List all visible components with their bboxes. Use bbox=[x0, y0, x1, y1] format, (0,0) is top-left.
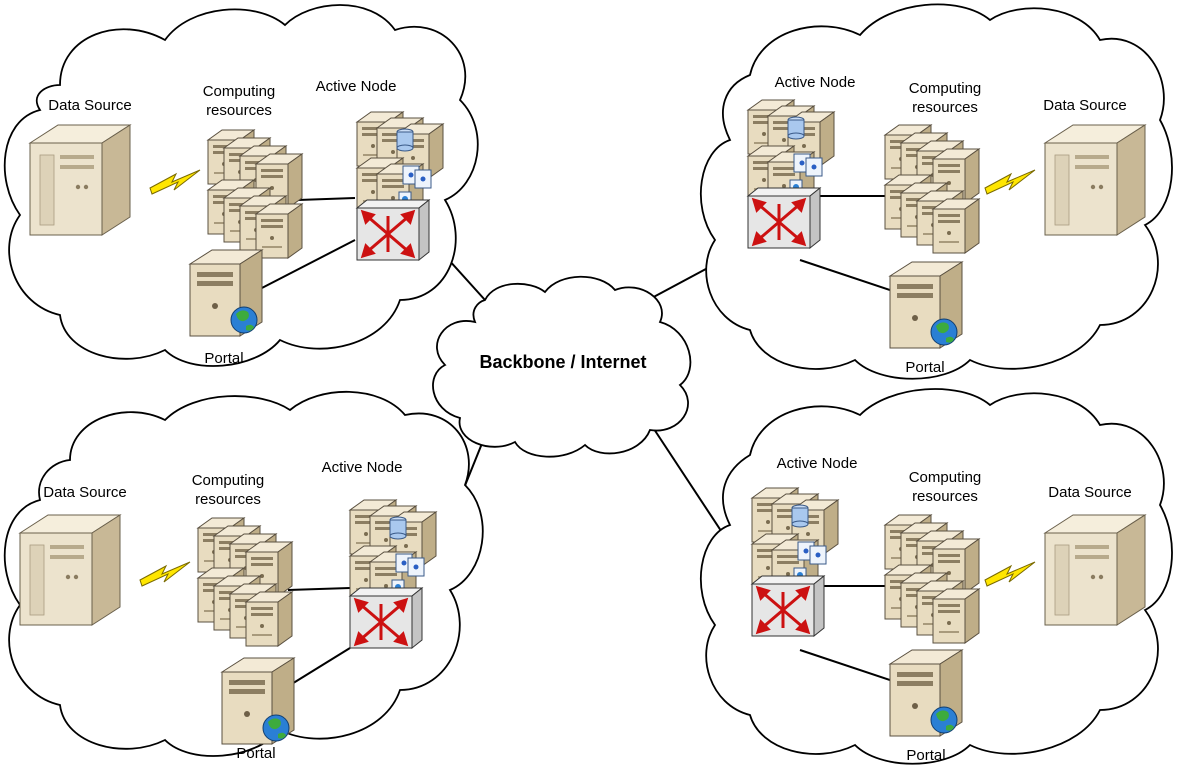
data-source-server-icon bbox=[19, 514, 121, 626]
portal-server-icon bbox=[889, 261, 963, 349]
data-source-label: Data Source bbox=[1043, 97, 1126, 114]
computing-label-line1: Computing bbox=[203, 83, 276, 100]
portal-label: Portal bbox=[236, 745, 275, 762]
portal-server-icon bbox=[221, 657, 295, 745]
portal-label: Portal bbox=[906, 747, 945, 764]
data-source-server-icon bbox=[1044, 124, 1146, 236]
active-node-label: Active Node bbox=[777, 455, 858, 472]
cluster-bottom-right: Active Node Computing resources Data Sou… bbox=[699, 388, 1173, 765]
backbone-label: Backbone / Internet bbox=[479, 352, 646, 372]
computing-label-line1: Computing bbox=[909, 80, 982, 97]
active-node-label: Active Node bbox=[775, 74, 856, 91]
active-node-label: Active Node bbox=[316, 78, 397, 95]
backbone-internet: Backbone / Internet bbox=[432, 275, 692, 458]
computing-label-line2: resources bbox=[206, 102, 272, 119]
portal-label: Portal bbox=[905, 359, 944, 376]
cluster-bottom-left: Data Source Computing resources Active N… bbox=[3, 390, 484, 762]
data-source-server-icon bbox=[1044, 514, 1146, 626]
portal-server-icon bbox=[189, 249, 263, 337]
computing-label-line2: resources bbox=[912, 488, 978, 505]
backbone-cloud bbox=[432, 275, 692, 458]
data-source-server-icon bbox=[29, 124, 131, 236]
cluster-top-left: Data Source Computing resources Active N… bbox=[3, 4, 479, 367]
data-source-label: Data Source bbox=[1048, 484, 1131, 501]
data-source-label: Data Source bbox=[48, 97, 131, 114]
computing-label-line2: resources bbox=[912, 99, 978, 116]
computing-label-line1: Computing bbox=[192, 472, 265, 489]
cluster-top-right: Active Node Computing resources Data Sou… bbox=[699, 3, 1173, 380]
active-node-label: Active Node bbox=[322, 459, 403, 476]
portal-server-icon bbox=[889, 649, 963, 737]
portal-label: Portal bbox=[204, 350, 243, 367]
computing-label-line2: resources bbox=[195, 491, 261, 508]
computing-label-line1: Computing bbox=[909, 469, 982, 486]
data-source-label: Data Source bbox=[43, 484, 126, 501]
